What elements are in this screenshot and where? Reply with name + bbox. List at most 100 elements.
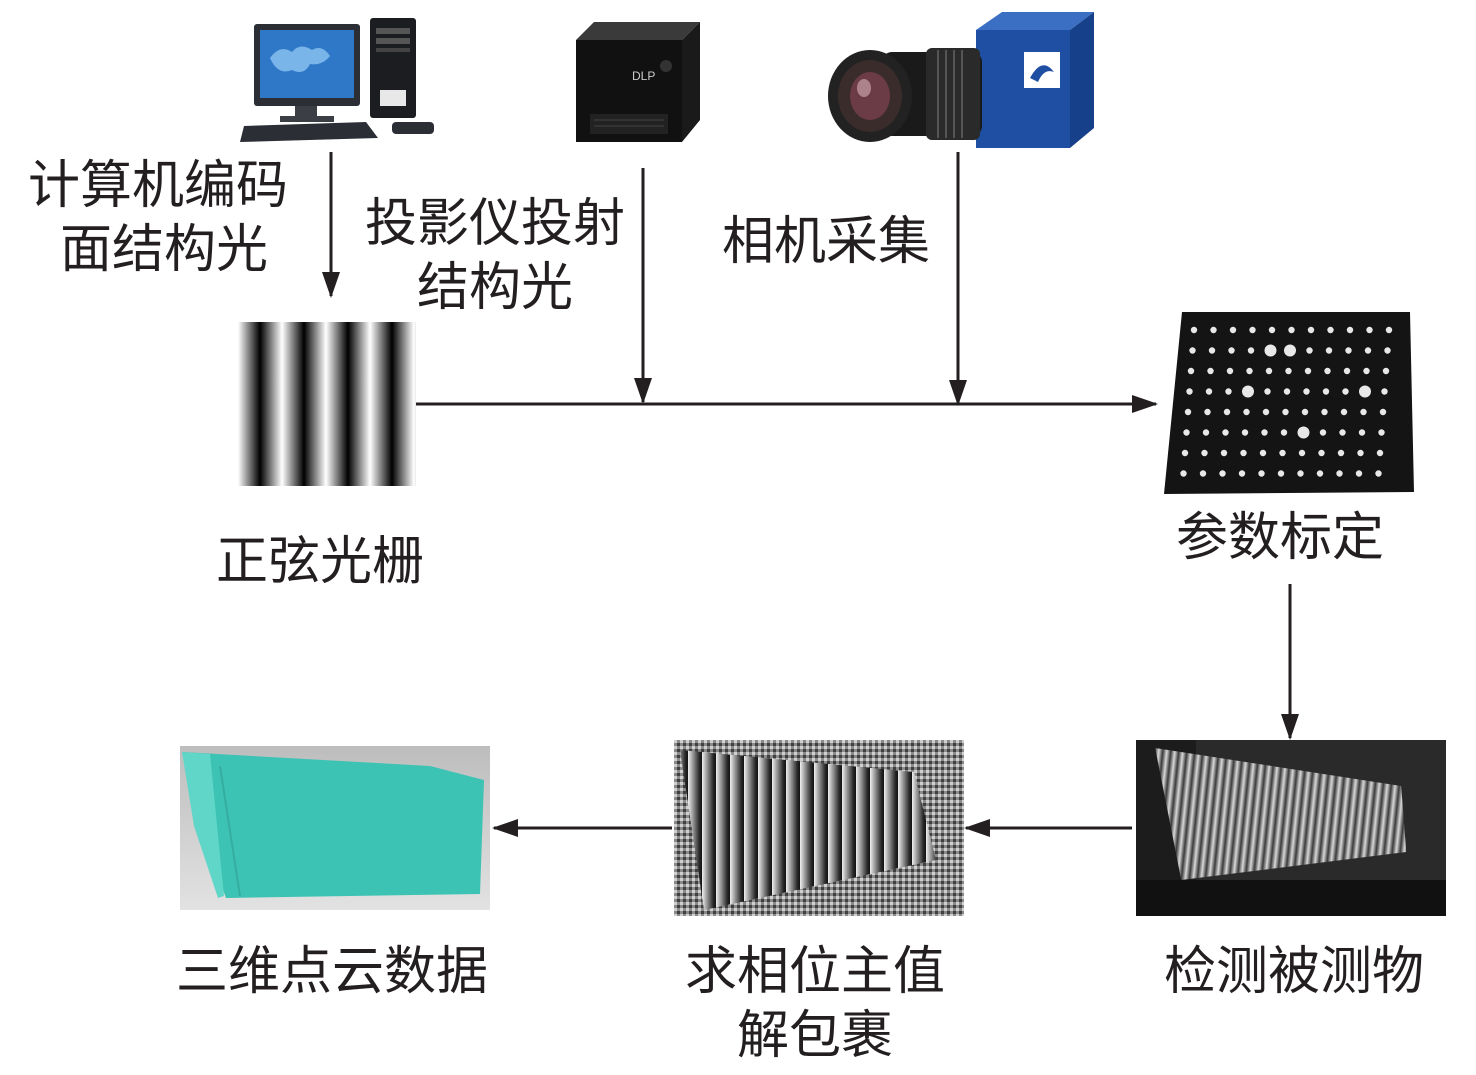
calibration-dot (1301, 408, 1309, 416)
label-sine-grating: 正弦光栅 (216, 532, 425, 592)
calibration-dot (1222, 429, 1229, 436)
calibration-dot (1268, 326, 1276, 334)
calibration-dot (1284, 344, 1296, 357)
calibration-dot (1223, 408, 1231, 416)
calibration-dot (1181, 449, 1189, 457)
calibration-dot (1304, 367, 1312, 375)
calibration-dot (1319, 429, 1327, 436)
wrapped-phase-image (674, 740, 964, 916)
calibration-dot (1187, 367, 1195, 375)
calibration-dot (1189, 347, 1196, 354)
calibration-dot (1247, 347, 1255, 354)
calibration-dot (1246, 367, 1253, 375)
calibration-dot (1337, 449, 1345, 457)
calibration-dot (1359, 385, 1371, 398)
calibration-dot (1183, 429, 1190, 436)
calibration-board-image (1164, 312, 1414, 494)
calibration-dot (1336, 470, 1343, 477)
calibration-dot (1204, 408, 1211, 416)
label-point-cloud: 三维点云数据 (176, 942, 489, 1002)
calibration-dot (1242, 385, 1254, 398)
calibration-dot (1207, 367, 1214, 375)
calibration-dot (1378, 429, 1385, 436)
calibration-dot (1228, 347, 1235, 354)
detected-object-image (1136, 740, 1446, 916)
calibration-dot (1279, 449, 1286, 457)
calibration-dot (1340, 408, 1348, 416)
calibration-dot (1264, 344, 1277, 357)
calibration-dot (1339, 429, 1346, 436)
calibration-dot (1219, 470, 1226, 477)
calibration-dot (1316, 470, 1324, 477)
calibration-dot (1297, 470, 1304, 477)
calibration-dot (1241, 429, 1249, 436)
calibration-dot (1346, 326, 1354, 334)
calibration-dot (1357, 449, 1364, 457)
calibration-dot (1259, 449, 1267, 457)
calibration-dot (1261, 429, 1268, 436)
calibration-dot (1366, 326, 1373, 334)
calibration-dot (1229, 326, 1237, 334)
calibration-dot (1381, 388, 1388, 395)
calibration-dot (1355, 470, 1363, 477)
label-camera-capture: 相机采集 (722, 212, 931, 272)
calibration-dot (1360, 408, 1367, 416)
sine-grating-image (238, 322, 416, 486)
computer-icon (240, 18, 434, 142)
calibration-dot (1249, 326, 1256, 334)
label-projector-project: 投影仪投射 结构光 (364, 194, 625, 318)
calibration-dot (1363, 367, 1370, 375)
calibration-dot (1384, 347, 1391, 354)
calibration-dot (1262, 408, 1270, 416)
label-param-calibration: 参数标定 (1176, 508, 1385, 568)
calibration-dot (1205, 388, 1213, 395)
calibration-dot (1265, 367, 1273, 375)
calibration-dot (1285, 367, 1292, 375)
calibration-dot (1324, 367, 1331, 375)
calibration-dot (1318, 449, 1325, 457)
label-computer-encode: 计算机编码 面结构光 (28, 156, 289, 280)
calibration-dot (1288, 326, 1295, 334)
calibration-dot (1327, 326, 1334, 334)
calibration-dot (1364, 347, 1372, 354)
calibration-dot (1199, 470, 1207, 477)
calibration-dot (1343, 367, 1351, 375)
calibration-dot (1375, 470, 1382, 477)
calibration-dot (1385, 326, 1393, 334)
calibration-dot (1282, 408, 1289, 416)
label-phase-unwrap: 求相位主值 解包裹 (684, 942, 945, 1066)
projector-icon: DLP (576, 22, 700, 142)
calibration-dot (1220, 449, 1228, 457)
calibration-dot (1186, 388, 1193, 395)
calibration-dot (1298, 449, 1306, 457)
label-detect-object: 检测被测物 (1164, 942, 1425, 1002)
calibration-dot (1283, 388, 1291, 395)
calibration-dot (1303, 388, 1310, 395)
calibration-dot (1240, 449, 1247, 457)
calibration-dot (1243, 408, 1250, 416)
calibration-dot (1376, 449, 1384, 457)
calibration-dot (1180, 470, 1187, 477)
calibration-dot (1345, 347, 1352, 354)
calibration-dot (1210, 326, 1217, 334)
calibration-dot (1322, 388, 1330, 395)
calibration-dot (1325, 347, 1333, 354)
calibration-dot (1307, 326, 1315, 334)
calibration-dot (1321, 408, 1328, 416)
calibration-dot (1208, 347, 1216, 354)
calibration-dot (1226, 367, 1234, 375)
calibration-dot (1201, 449, 1208, 457)
calibration-dot (1225, 388, 1232, 395)
calibration-dot (1358, 429, 1366, 436)
calibration-dot (1190, 326, 1198, 334)
calibration-dot (1238, 470, 1246, 477)
projector-badge: DLP (632, 69, 655, 83)
calibration-dot (1382, 367, 1390, 375)
calibration-dot (1280, 429, 1288, 436)
camera-icon (828, 12, 1094, 148)
calibration-dot (1297, 426, 1310, 439)
calibration-dot (1184, 408, 1192, 416)
calibration-dot (1277, 470, 1285, 477)
calibration-dot (1306, 347, 1313, 354)
